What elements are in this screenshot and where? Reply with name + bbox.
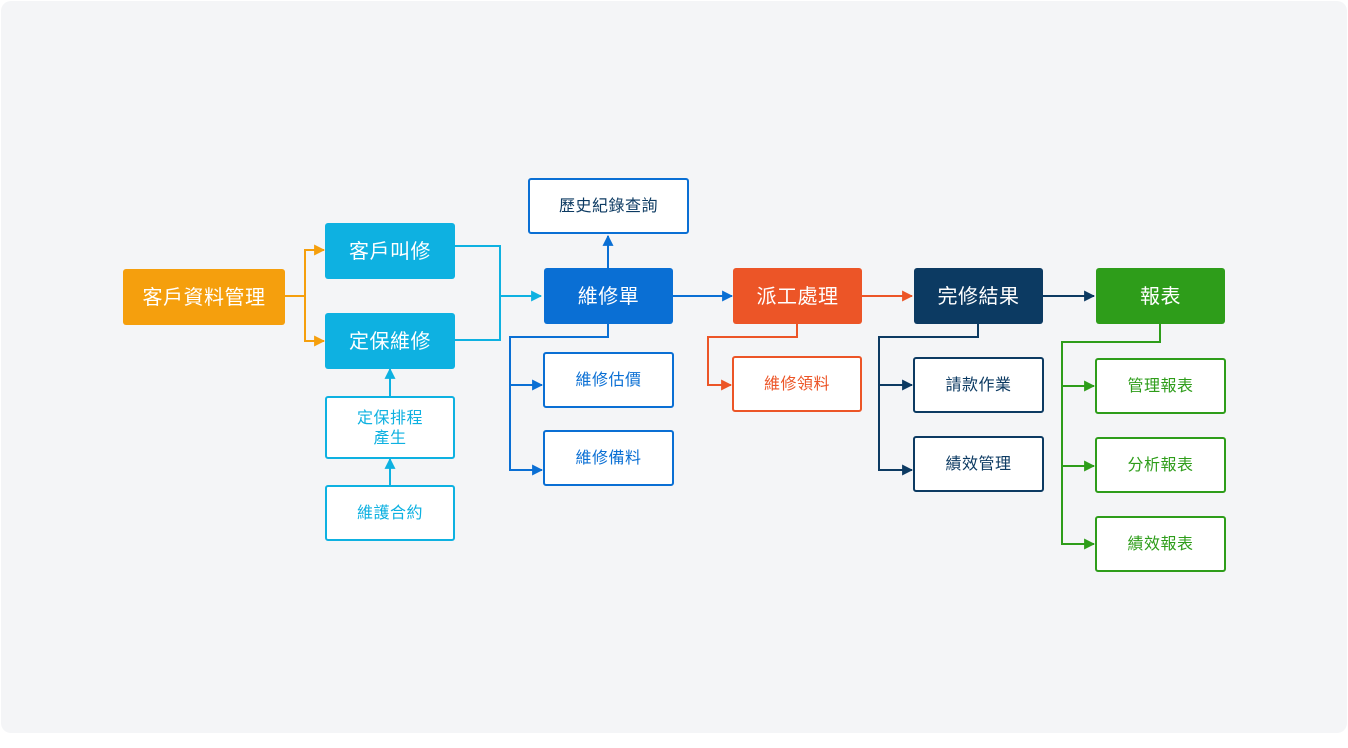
node-maintenance-contract: 維護合約	[325, 485, 455, 541]
arrow-completion-to-performance	[878, 323, 979, 476]
node-management-report: 管理報表	[1095, 358, 1226, 414]
customer-data-branch	[285, 244, 326, 347]
arrow-customer-data-to-scheduled	[304, 296, 326, 347]
node-completion: 完修結果	[914, 268, 1043, 324]
node-performance-report: 績效報表	[1095, 516, 1226, 572]
node-repair-materials: 維修備料	[543, 430, 674, 486]
node-customer-data: 客戶資料管理	[123, 269, 285, 325]
intake-merge	[384, 245, 543, 486]
node-repair-requisition: 維修領料	[732, 356, 862, 412]
node-history-query: 歷史紀錄查詢	[528, 178, 689, 234]
node-reports: 報表	[1096, 268, 1225, 324]
arrow-reports-to-performance-report	[1061, 323, 1161, 550]
node-schedule-generation: 定保排程 產生	[325, 396, 455, 459]
node-dispatch: 派工處理	[733, 268, 862, 324]
node-repair-estimate: 維修估價	[543, 352, 674, 408]
node-repair-order: 維修單	[544, 268, 673, 324]
reports-branch	[1061, 323, 1161, 550]
arrow-repair-order-to-materials	[509, 323, 609, 476]
merge-bracket	[455, 245, 501, 341]
completion-branch	[878, 290, 1096, 476]
node-customer-call: 客戶叫修	[325, 223, 455, 279]
dispatch-branch	[707, 290, 914, 391]
node-performance-mgmt: 績效管理	[913, 436, 1044, 492]
node-scheduled-maintenance: 定保維修	[325, 313, 455, 369]
arrow-customer-data-to-call	[285, 244, 326, 297]
repair-order-branch	[509, 234, 734, 476]
arrow-dispatch-to-requisition	[707, 323, 798, 391]
node-analysis-report: 分析報表	[1095, 437, 1226, 493]
node-billing: 請款作業	[913, 357, 1044, 413]
